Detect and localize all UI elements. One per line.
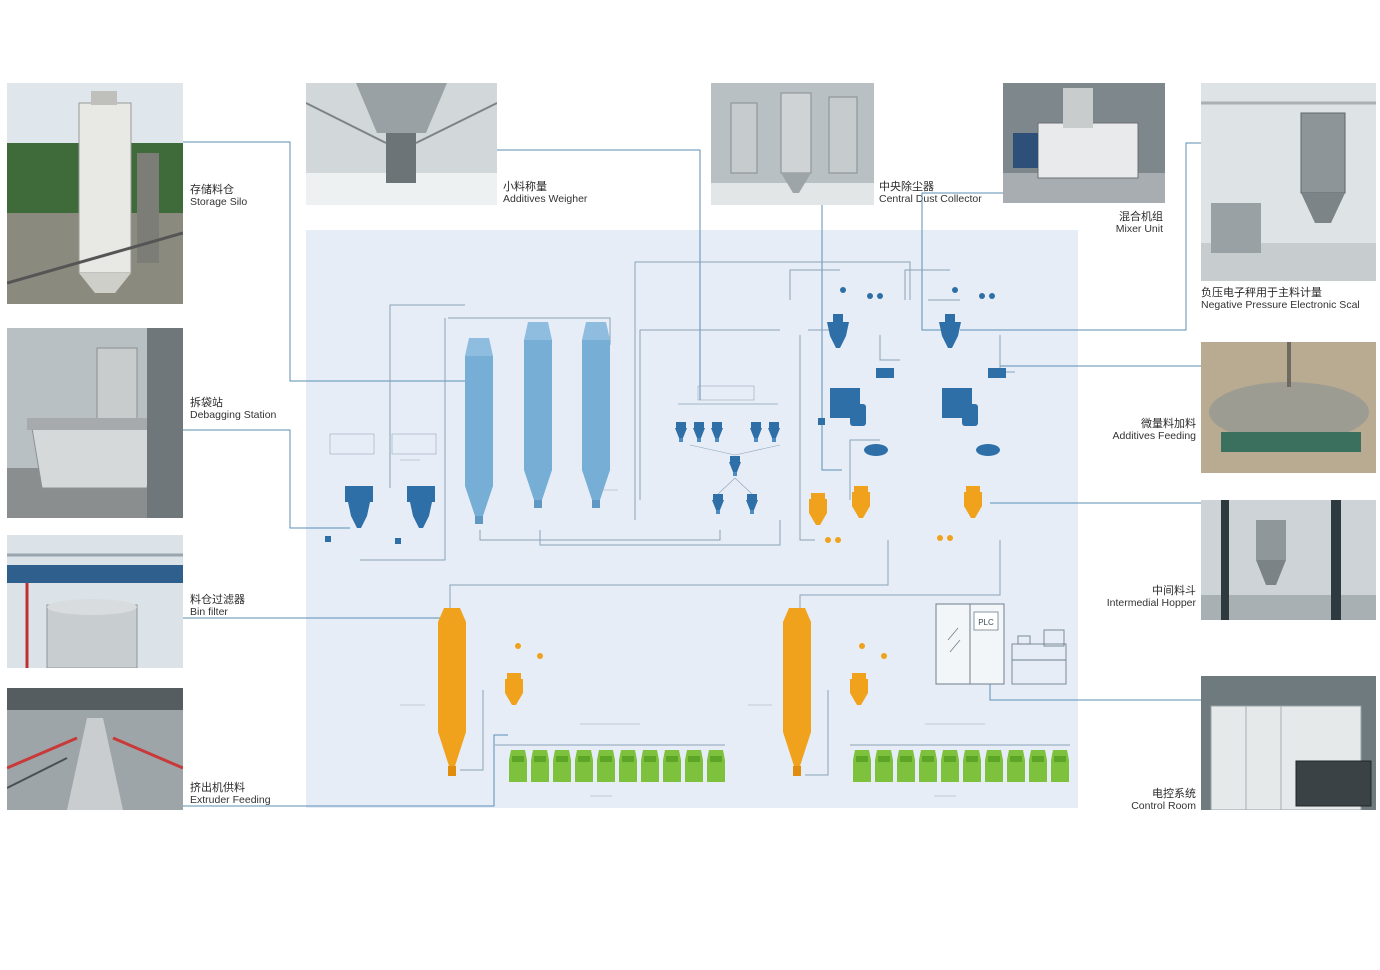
- debagging-station-label: 拆袋站 Debagging Station: [190, 397, 277, 421]
- additives-feeding-label: 微量料加料 Additives Feeding: [1112, 418, 1196, 442]
- control-room-label: 电控系统 Control Room: [1131, 788, 1196, 812]
- bin-filter-label: 料仓过滤器 Bin filter: [190, 594, 245, 618]
- mixer-unit-photo: [1003, 83, 1165, 203]
- process-pipes: [360, 261, 1070, 776]
- annotation-ticks: [400, 459, 985, 797]
- debagging-receivers: [325, 433, 437, 544]
- additives-feeding-photo: [1201, 342, 1376, 473]
- additives-weigher-photo: [306, 83, 497, 205]
- storage-silo-photo: [7, 83, 183, 304]
- central-dust-collector-label: 中央除尘器 Central Dust Collector: [879, 181, 982, 205]
- storage-silo-label: 存储料仓 Storage Silo: [190, 184, 248, 208]
- debagging-station-photo: [7, 328, 183, 518]
- intermedial-hopper-label: 中间料斗 Intermedial Hopper: [1106, 585, 1196, 609]
- plc-text: PLC: [978, 618, 994, 627]
- control-cabinet: PLC: [935, 603, 1005, 685]
- mixer-line-1: [809, 287, 894, 525]
- extruder-feeding-label: 挤出机供料 Extruder Feeding: [190, 782, 271, 806]
- additives-weigher-cluster: [675, 385, 781, 514]
- mixer-line-2: [939, 287, 1006, 518]
- extruder-feeding-photo: [7, 688, 183, 810]
- intermedial-hopper-photo: [1201, 500, 1376, 620]
- negative-pressure-scale-label: 负压电子秤用于主料计量 Negative Pressure Electronic…: [1201, 287, 1360, 311]
- additives-weigher-label: 小料称量 Additives Weigher: [503, 181, 588, 205]
- control-room-photo: [1201, 676, 1376, 810]
- operator-workstation: [1011, 629, 1067, 685]
- negative-pressure-scale-photo: [1201, 83, 1376, 281]
- mixer-unit-label: 混合机组 Mixer Unit: [1115, 211, 1163, 235]
- central-dust-collector-photo: [711, 83, 874, 205]
- bin-filter-photo: [7, 535, 183, 668]
